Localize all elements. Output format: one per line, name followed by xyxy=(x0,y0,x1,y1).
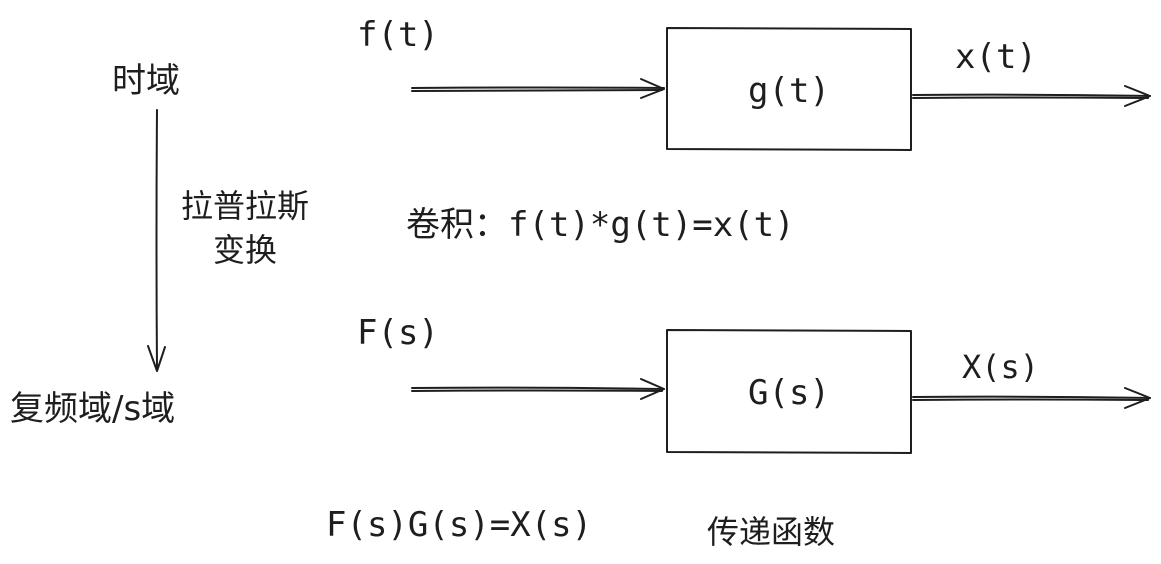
convolution-relation: 卷积：f(t)*g(t)=x(t) xyxy=(406,208,795,242)
transfer-function-formula: F(s)G(s)=X(s) xyxy=(326,505,593,545)
convolution-formula: f(t)*g(t)=x(t) xyxy=(508,205,795,245)
laplace-transform-arrow xyxy=(147,109,166,372)
time-output-arrow xyxy=(912,85,1151,107)
time-output-label: x(t) xyxy=(955,37,1037,77)
laplace-transform-label-line2: 变换 xyxy=(212,231,277,269)
s-output-arrow xyxy=(912,387,1151,409)
time-block-label: g(t) xyxy=(748,71,830,111)
time-system-box xyxy=(666,27,912,151)
s-input-arrow xyxy=(411,378,665,400)
s-input-label: F(s) xyxy=(357,313,439,353)
laplace-transform-label-line1: 拉普拉斯 xyxy=(180,187,309,225)
s-output-label: X(s) xyxy=(962,348,1040,386)
convolution-label: 卷积： xyxy=(406,205,508,245)
time-input-label: f(t) xyxy=(357,15,439,55)
s-block-label: G(s) xyxy=(748,373,830,413)
s-system-box xyxy=(666,329,912,454)
time-domain-label: 时域 xyxy=(112,61,180,101)
time-input-arrow xyxy=(411,78,665,99)
transfer-function-label: 传递函数 xyxy=(707,513,836,551)
s-domain-label: 复频域/s域 xyxy=(10,389,176,429)
